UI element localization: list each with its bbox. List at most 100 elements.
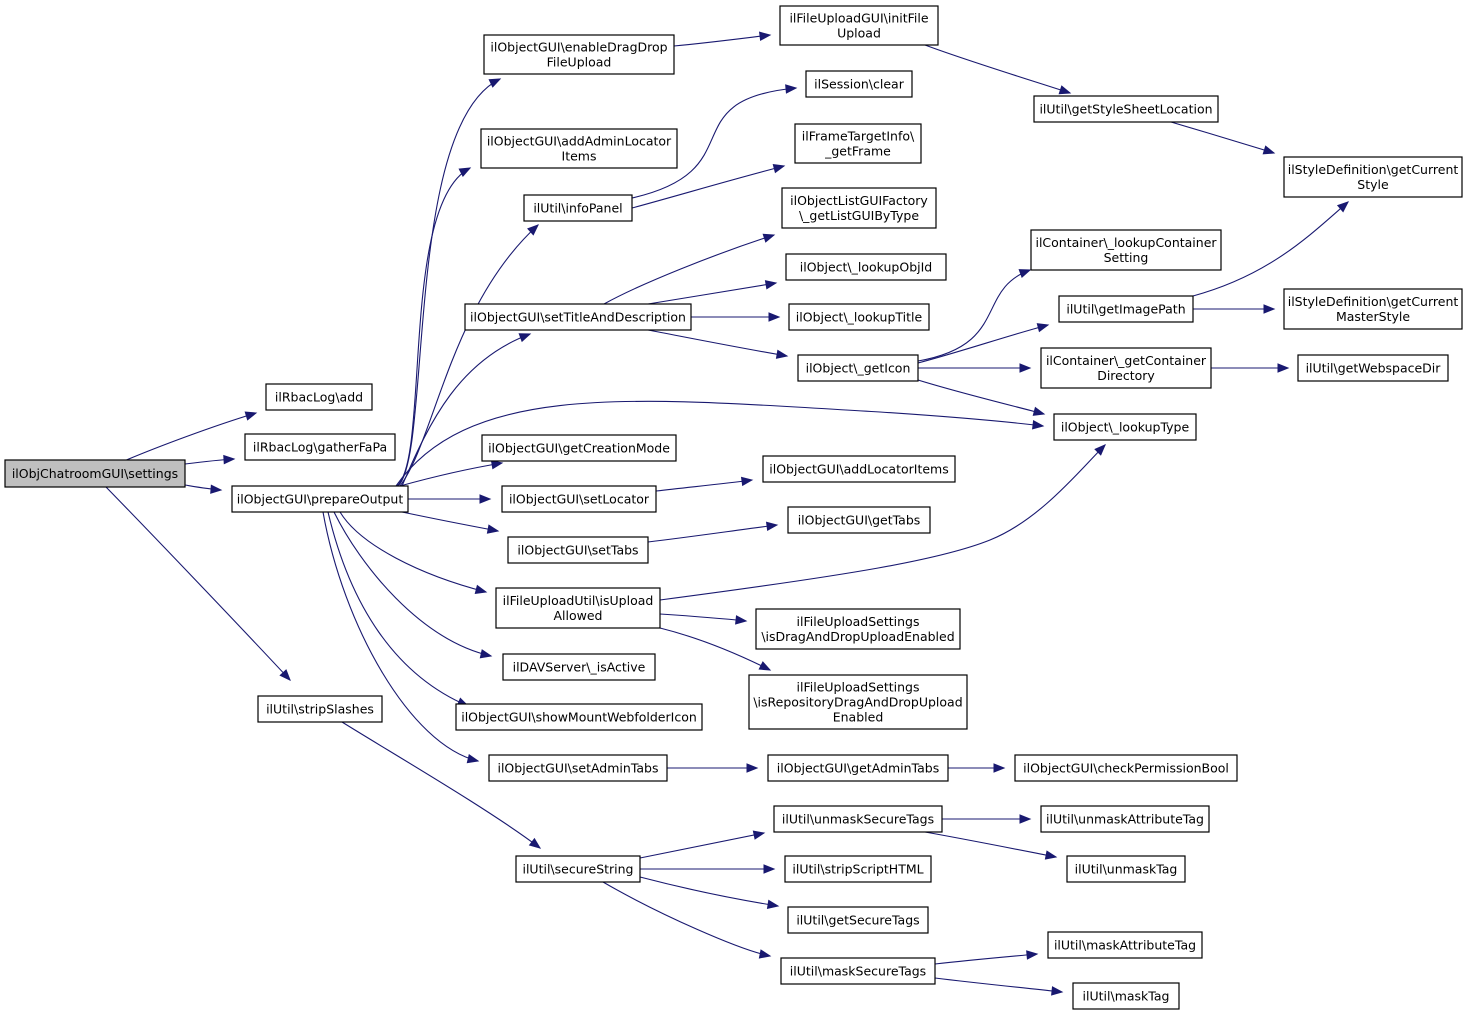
node-layer: ilObjChatroomGUI\settingsilRbacLog\addil… (4, 5, 1463, 1010)
node-get-image-path: ilUtil\getImagePath (1058, 295, 1194, 323)
node-label: Upload (837, 26, 881, 41)
arrowhead-icon (1044, 850, 1058, 860)
node-label: ilObjectGUI\setTabs (517, 543, 638, 558)
node-label: Style (1357, 177, 1389, 192)
node-label: ilContainer\_lookupContainer (1035, 235, 1217, 250)
edge-line (396, 167, 471, 487)
edge-is-upload-allowed-to-repo-dnd-enabled (659, 627, 772, 671)
edge-line (655, 479, 753, 492)
node-label: ilUtil\getImagePath (1066, 302, 1185, 317)
edge-line (639, 832, 765, 859)
edge-prepare-output-to-set-title-desc (401, 333, 532, 487)
node-box (1040, 805, 1210, 833)
edge-prepare-output-to-set-tabs (401, 511, 500, 534)
node-label: Enabled (833, 710, 884, 725)
node-label: \_getListGUIByType (799, 208, 919, 223)
edge-get-image-path-to-current-master (1193, 304, 1276, 314)
arrowhead-icon (785, 84, 798, 94)
node-box (244, 433, 396, 461)
edge-line (917, 324, 1049, 364)
node-add-locator-items: ilObjectGUI\addLocatorItems (762, 455, 956, 483)
arrowhead-icon (752, 830, 766, 840)
node-label: ilFileUploadGUI\initFile (789, 11, 928, 26)
edge-line (934, 953, 1038, 965)
node-get-admin-tabs: ilObjectGUI\getAdminTabs (767, 754, 949, 782)
node-get-creation-mode: ilObjectGUI\getCreationMode (481, 434, 677, 462)
edge-strip-slashes-to-secure-string (341, 721, 542, 849)
node-list-gui-by-type: ilObjectListGUIFactory\_getListGUIByType (781, 187, 937, 229)
arrowhead-icon (1032, 420, 1045, 430)
node-box (1053, 413, 1197, 441)
edge-set-title-desc-to-lookup-title (691, 312, 781, 322)
edge-line (631, 87, 797, 199)
node-box (755, 608, 961, 650)
node-repo-dnd-enabled: ilFileUploadSettings\isRepositoryDragAnd… (748, 674, 968, 730)
node-label: Setting (1104, 250, 1149, 265)
node-label: ilStyleDefinition\getCurrent (1288, 162, 1459, 177)
node-box (4, 459, 186, 488)
arrowhead-icon (764, 280, 778, 290)
node-box (464, 303, 692, 331)
node-box (779, 5, 939, 46)
edge-get-admin-tabs-to-check-perm (947, 763, 1006, 773)
arrowhead-icon (458, 167, 472, 178)
edge-root-to-prepare-output (184, 484, 223, 494)
arrowhead-icon (766, 899, 780, 910)
node-box (781, 187, 937, 229)
arrowhead-icon (1094, 444, 1106, 456)
node-box (805, 70, 913, 98)
node-box (1297, 354, 1449, 382)
node-box (1047, 931, 1203, 959)
node-box (1033, 95, 1219, 123)
node-label: ilContainer\_getContainer (1046, 353, 1207, 368)
arrowhead-icon (1036, 323, 1050, 333)
node-label: ilObjectGUI\checkPermissionBool (1023, 761, 1229, 776)
node-box (481, 434, 677, 462)
edge-root-to-rbac-gather (184, 454, 236, 465)
edge-line (917, 269, 1031, 362)
node-lookup-obj-id: ilObject\_lookupObjId (785, 253, 947, 281)
edge-mask-secure-to-mask-tag (934, 977, 1064, 996)
node-label: ilUtil\getSecureTags (796, 913, 919, 928)
edge-line (917, 379, 1045, 415)
node-box (748, 674, 968, 730)
node-get-tabs: ilObjectGUI\getTabs (787, 506, 931, 534)
node-box (1283, 156, 1463, 198)
edge-line (934, 977, 1063, 993)
arrowhead-icon (1019, 814, 1032, 824)
node-session-clear: ilSession\clear (805, 70, 913, 98)
arrowhead-icon (735, 615, 748, 625)
edge-stylesheet-loc-to-current-style (1170, 121, 1276, 155)
edge-line (924, 831, 1057, 858)
edge-line (399, 224, 539, 487)
node-label: ilFileUploadUtil\isUpload (503, 593, 654, 608)
edge-secure-string-to-unmask-secure (639, 830, 766, 859)
node-box (767, 754, 949, 782)
node-label: ilObjChatroomGUI\settings (12, 466, 178, 481)
node-label: _getFrame (824, 144, 891, 159)
arrowhead-icon (1051, 986, 1064, 996)
arrowhead-icon (527, 224, 539, 236)
edge-line (333, 511, 492, 657)
arrowhead-icon (466, 753, 480, 764)
arrowhead-icon (993, 763, 1006, 773)
node-box (502, 653, 656, 681)
edge-line (401, 333, 531, 487)
arrowhead-icon (518, 333, 532, 343)
node-box (507, 536, 649, 564)
arrowhead-icon (279, 669, 291, 681)
edge-is-upload-allowed-to-dnd-enabled (659, 613, 748, 625)
node-box (797, 354, 919, 382)
edge-unmask-secure-to-unmask-tag (924, 831, 1058, 860)
arrowhead-icon (1277, 363, 1290, 373)
node-label: ilObjectGUI\enableDragDrop (490, 40, 667, 55)
edge-prepare-output-to-lookup-type (395, 400, 1045, 487)
edge-prepare-output-to-set-admin-tabs (322, 511, 480, 764)
node-get-secure-tags: ilUtil\getSecureTags (787, 906, 929, 934)
node-label: \isRepositoryDragAndDropUpload (753, 695, 962, 710)
